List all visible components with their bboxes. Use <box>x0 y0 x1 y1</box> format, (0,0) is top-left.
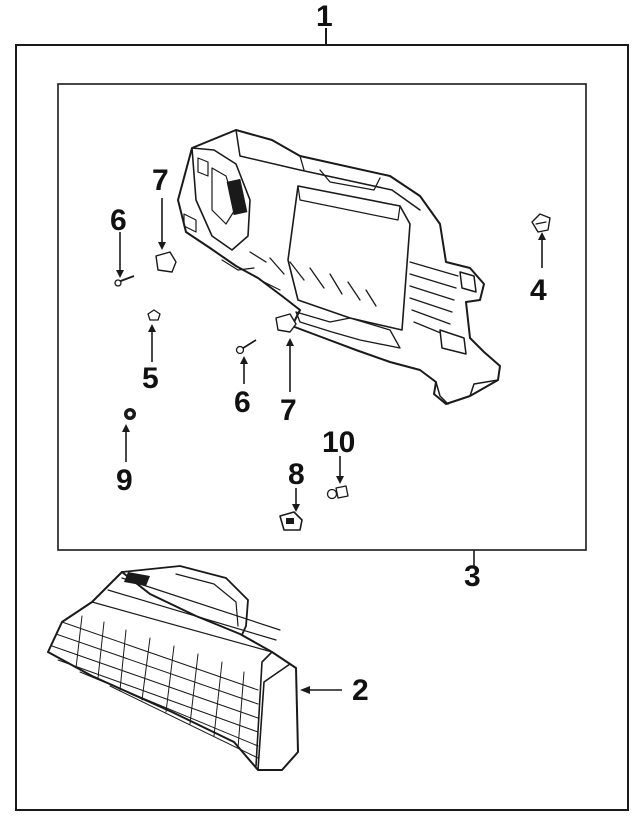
callout-2: 2 <box>352 674 369 707</box>
callout-9: 9 <box>116 464 133 497</box>
part-9-grommet <box>122 408 136 462</box>
callout-6-left: 6 <box>110 204 127 237</box>
callout-7-center: 7 <box>280 394 297 427</box>
part-7-clip-nut-center <box>275 313 297 392</box>
part-10-bulb <box>326 456 349 500</box>
outer-assembly-frame <box>15 44 629 811</box>
part-7-clip-nut-left <box>155 198 177 273</box>
callout-2-leader <box>300 686 342 694</box>
headlamp-housing <box>177 129 501 405</box>
inner-housing-frame <box>57 83 587 551</box>
headlamp-lens <box>47 565 299 771</box>
callout-7-left: 7 <box>152 164 169 197</box>
callout-3: 3 <box>464 560 481 593</box>
callout-8: 8 <box>288 458 305 491</box>
callout-10: 10 <box>322 426 355 459</box>
callout-4: 4 <box>530 274 547 307</box>
callout-1: 1 <box>316 0 333 33</box>
part-8-clip <box>279 488 303 531</box>
part-6-screw-left <box>114 232 135 287</box>
callout-6-center: 6 <box>234 386 251 419</box>
callout-5: 5 <box>142 362 159 395</box>
part-5-nut <box>147 309 161 362</box>
part-6-screw-center <box>235 339 257 384</box>
part-4-clip <box>531 213 551 268</box>
